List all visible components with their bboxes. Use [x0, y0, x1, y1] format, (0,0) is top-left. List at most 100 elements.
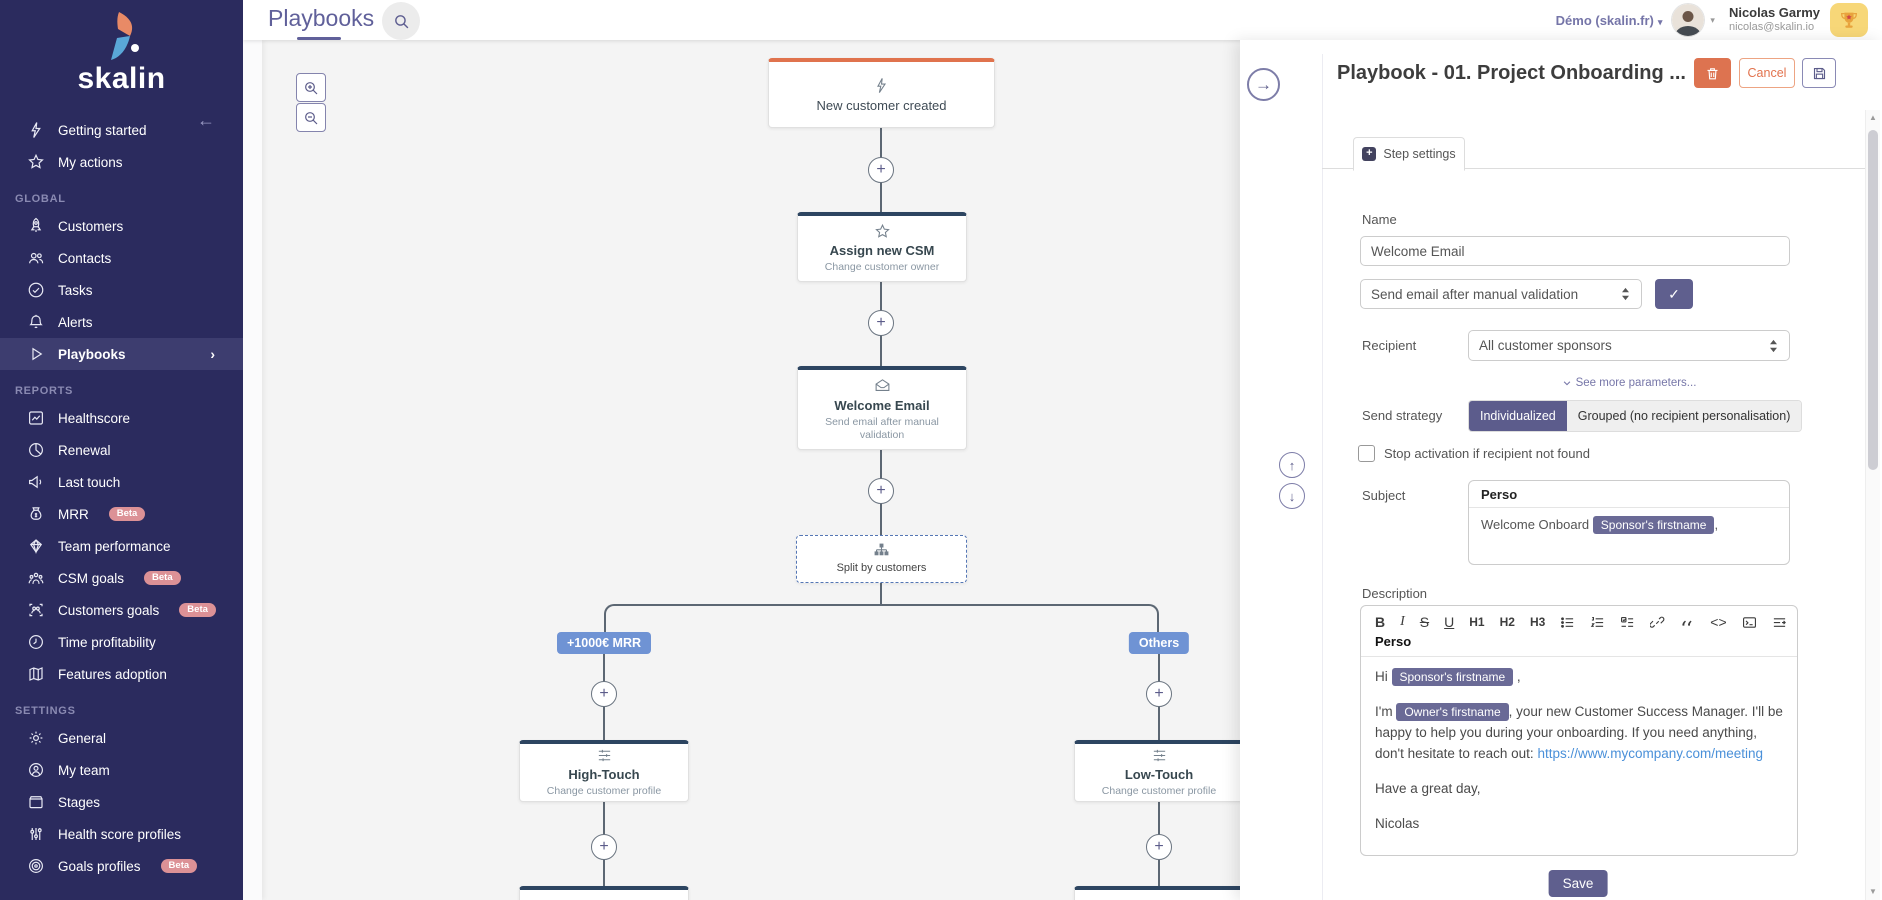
underline-button[interactable]: U	[1444, 614, 1455, 630]
add-step-button[interactable]: +	[1146, 834, 1172, 860]
node-new-customer-created[interactable]: New customer created	[768, 58, 995, 128]
link-button[interactable]	[1650, 615, 1665, 630]
add-step-button[interactable]: +	[591, 681, 617, 707]
sidebar-item-csm-goals[interactable]: CSM goals Beta	[0, 562, 243, 594]
add-step-button[interactable]: +	[868, 478, 894, 504]
sidebar-item-features-adoption[interactable]: Features adoption	[0, 658, 243, 690]
stop-activation-checkbox[interactable]	[1358, 445, 1375, 462]
save-button[interactable]: Save	[1548, 870, 1608, 897]
step-type-select[interactable]: Send email after manual validation	[1360, 279, 1642, 309]
email-body[interactable]: Hi Sponsor's firstname , I'm Owner's fir…	[1361, 657, 1797, 855]
h2-button[interactable]: H2	[1499, 615, 1515, 629]
sidebar-item-health-score-profiles[interactable]: Health score profiles	[0, 818, 243, 850]
subject-content[interactable]: Welcome Onboard Sponsor's firstname,	[1469, 508, 1789, 541]
tab-step-settings[interactable]: + Step settings	[1353, 137, 1465, 171]
search-button[interactable]	[382, 2, 420, 40]
sidebar-item-goals-profiles[interactable]: Goals profiles Beta	[0, 850, 243, 882]
diamond-icon	[27, 537, 45, 555]
beta-badge: Beta	[160, 859, 198, 873]
sidebar-item-my-team[interactable]: My team	[0, 754, 243, 786]
sidebar-item-healthscore[interactable]: Healthscore	[0, 402, 243, 434]
zoom-out-button[interactable]	[296, 103, 326, 132]
sidebar-item-playbooks[interactable]: Playbooks ›	[0, 338, 243, 370]
add-step-button[interactable]: +	[868, 310, 894, 336]
caret-down-icon[interactable]: ▾	[1710, 14, 1715, 25]
bullet-list-button[interactable]	[1560, 615, 1575, 630]
workspace-selector[interactable]: Démo (skalin.fr)▾	[1556, 13, 1663, 28]
save-icon-button[interactable]	[1802, 58, 1836, 88]
add-step-button[interactable]: +	[591, 834, 617, 860]
zoom-in-button[interactable]	[296, 73, 326, 102]
step-type-value: Send email after manual validation	[1371, 286, 1579, 302]
strikethrough-button[interactable]: S	[1419, 614, 1430, 630]
perso-header[interactable]: Perso	[1469, 481, 1789, 508]
h1-button[interactable]: H1	[1469, 615, 1485, 629]
sidebar-item-time-profitability[interactable]: Time profitability	[0, 626, 243, 658]
sidebar-item-label: Stages	[58, 794, 101, 810]
sidebar-item-customers-goals[interactable]: Customers goals Beta	[0, 594, 243, 626]
sidebar-item-stages[interactable]: Stages	[0, 786, 243, 818]
recipient-select[interactable]: All customer sponsors	[1468, 330, 1790, 361]
playbook-canvas[interactable]: New customer created Assign new CSM Chan…	[243, 40, 1240, 900]
sidebar-item-tasks[interactable]: Tasks	[0, 274, 243, 306]
subject-field[interactable]: Perso Welcome Onboard Sponsor's firstnam…	[1468, 480, 1790, 565]
sidebar-item-alerts[interactable]: Alerts	[0, 306, 243, 338]
confirm-step-type-button[interactable]: ✓	[1655, 279, 1693, 309]
panel-scrollbar[interactable]: ▲ ▼	[1865, 110, 1880, 900]
connector-line	[880, 583, 882, 606]
node-split-by-customers[interactable]: Split by customers	[796, 535, 967, 583]
cancel-button[interactable]: Cancel	[1739, 58, 1795, 88]
sidebar-item-general[interactable]: General	[0, 722, 243, 754]
italic-button[interactable]: I	[1400, 614, 1405, 629]
node-partial-bottom-left[interactable]	[519, 886, 689, 900]
sidebar-item-getting-started[interactable]: Getting started	[0, 114, 243, 146]
strategy-individualized-button[interactable]: Individualized	[1469, 401, 1567, 431]
personalization-tag[interactable]: Owner's firstname	[1396, 702, 1509, 721]
personalization-tag[interactable]: Sponsor's firstname	[1592, 516, 1715, 534]
sidebar-item-renewal[interactable]: Renewal	[0, 434, 243, 466]
h3-button[interactable]: H3	[1529, 615, 1546, 629]
scrollbar-thumb[interactable]	[1868, 130, 1878, 470]
panel-collapse-button[interactable]: →	[1247, 68, 1280, 101]
ordered-list-button[interactable]	[1590, 615, 1605, 630]
code-block-button[interactable]	[1742, 615, 1757, 630]
node-high-touch[interactable]: High-Touch Change customer profile	[519, 740, 689, 802]
sidebar-item-customers[interactable]: Customers	[0, 210, 243, 242]
sidebar-item-my-actions[interactable]: My actions	[0, 146, 243, 178]
meeting-link[interactable]: https://www.mycompany.com/meeting	[1537, 745, 1764, 761]
quote-button[interactable]	[1680, 615, 1695, 630]
avatar[interactable]	[1672, 4, 1705, 36]
clean-format-button[interactable]	[1772, 615, 1787, 630]
scroll-up-button[interactable]: ↑	[1279, 452, 1305, 478]
node-low-touch[interactable]: Low-Touch Change customer profile	[1074, 740, 1240, 802]
bold-button[interactable]: B	[1375, 614, 1386, 630]
sidebar-item-last-touch[interactable]: Last touch	[0, 466, 243, 498]
sidebar-item-mrr[interactable]: MRR Beta	[0, 498, 243, 530]
stop-activation-label: Stop activation if recipient not found	[1384, 446, 1590, 461]
add-step-button[interactable]: +	[1146, 681, 1172, 707]
node-assign-new-csm[interactable]: Assign new CSM Change customer owner	[797, 212, 967, 282]
checklist-button[interactable]	[1620, 615, 1635, 630]
node-partial-bottom-right[interactable]	[1074, 886, 1240, 900]
code-button[interactable]: <>	[1710, 614, 1727, 630]
delete-button[interactable]	[1694, 58, 1731, 88]
strategy-grouped-button[interactable]: Grouped (no recipient personalisation)	[1566, 401, 1802, 431]
description-editor[interactable]: B I S U H1 H2 H3 <> Perso Hi Sponsor's f…	[1360, 605, 1798, 856]
scrollbar-down-arrow[interactable]: ▼	[1869, 887, 1877, 896]
see-more-parameters-link[interactable]: See more parameters...	[1468, 377, 1790, 389]
node-welcome-email[interactable]: Welcome Email Send email after manual va…	[797, 366, 967, 450]
sidebar-item-team-performance[interactable]: Team performance	[0, 530, 243, 562]
node-title: High-Touch	[568, 766, 640, 782]
trophy-badge[interactable]	[1830, 3, 1868, 37]
branch-label-others[interactable]: Others	[1128, 632, 1190, 654]
sidebar-collapse-button[interactable]: ←	[197, 110, 215, 130]
add-step-button[interactable]: +	[868, 157, 894, 183]
sidebar-item-contacts[interactable]: Contacts	[0, 242, 243, 274]
scroll-down-button[interactable]: ↓	[1279, 483, 1305, 509]
branch-label-1000-mrr[interactable]: +1000€ MRR	[557, 632, 651, 654]
perso-header[interactable]: Perso	[1361, 632, 1797, 657]
bullet-list-icon	[1561, 616, 1574, 628]
name-input[interactable]: Welcome Email	[1360, 236, 1790, 266]
personalization-tag[interactable]: Sponsor's firstname	[1391, 668, 1514, 686]
scrollbar-up-arrow[interactable]: ▲	[1869, 113, 1877, 122]
